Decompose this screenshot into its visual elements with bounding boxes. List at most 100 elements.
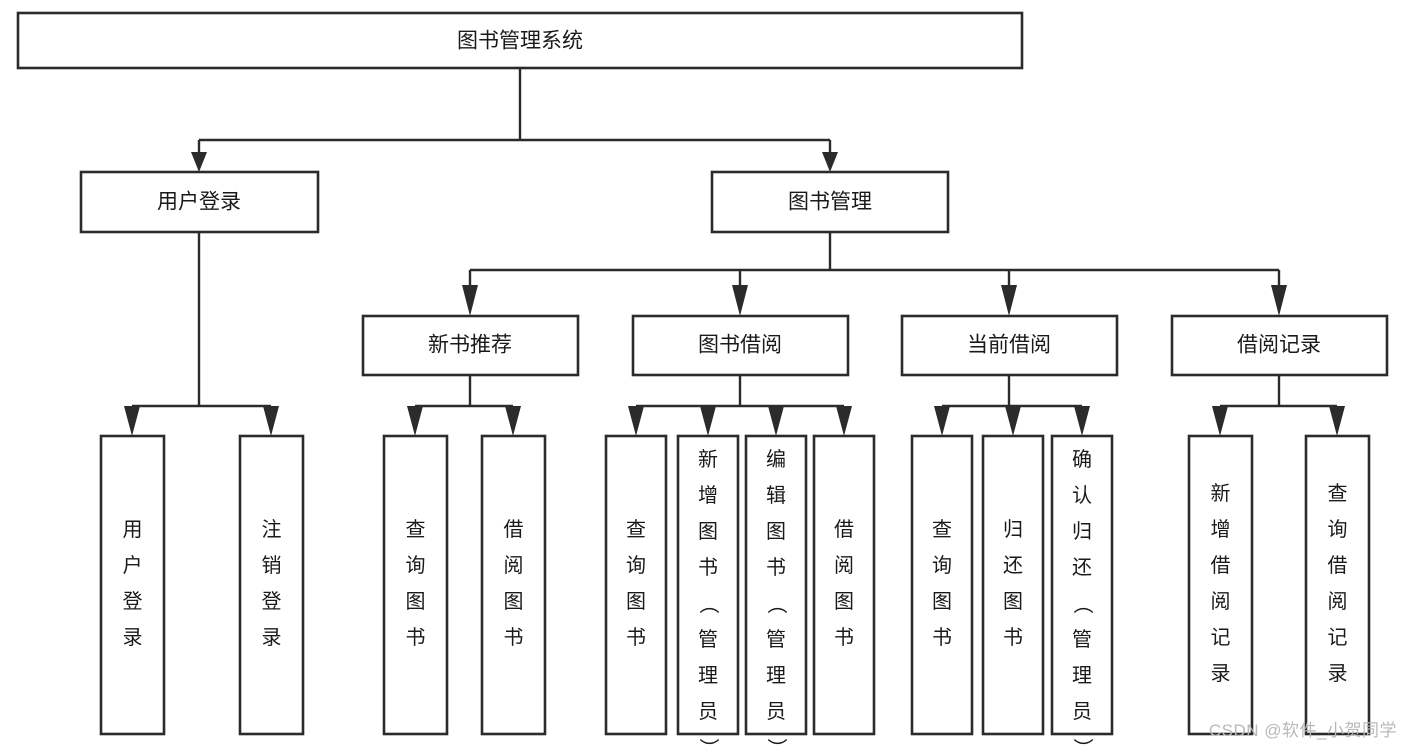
svg-text:登: 登 (262, 590, 282, 613)
node-new-book-rec-label: 新书推荐 (428, 334, 512, 357)
node-borrow-record-box[interactable] (1170, 314, 1389, 377)
node-current-borrow[interactable]: 当前借阅 (900, 314, 1119, 377)
node-current-borrow-label: 当前借阅 (967, 334, 1051, 357)
svg-text:借: 借 (1211, 554, 1231, 577)
svg-text:录: 录 (262, 627, 282, 649)
svg-text:图: 图 (698, 521, 718, 543)
node-book-manage[interactable]: 图书管理 (710, 170, 950, 234)
svg-text:增: 增 (1211, 518, 1231, 541)
svg-text:（: （ (1071, 594, 1094, 614)
svg-text:理: 理 (766, 665, 786, 687)
svg-text:书: 书 (1003, 626, 1023, 649)
arrow-to-leaf-query-book-b (628, 406, 644, 436)
svg-text:（: （ (697, 594, 720, 614)
csdn-watermark: CSDN @软件_小贺同学 (1208, 721, 1397, 740)
node-leaf-confirm-return-box[interactable] (1050, 434, 1114, 736)
node-leaf-user-login[interactable]: 用户登录 (99, 434, 166, 736)
node-book-borrow[interactable]: 图书借阅 (631, 314, 850, 377)
svg-text:员: 员 (1072, 701, 1092, 723)
svg-text:询: 询 (1328, 518, 1348, 541)
node-root-label: 图书管理系统 (457, 30, 583, 53)
svg-text:图: 图 (1003, 591, 1023, 613)
svg-text:录: 录 (1328, 663, 1348, 685)
svg-text:图: 图 (766, 521, 786, 543)
svg-text:新: 新 (1211, 482, 1231, 505)
svg-text:）: ） (697, 738, 720, 747)
node-user-login-label: 用户登录 (157, 191, 241, 214)
svg-text:图: 图 (932, 591, 952, 613)
leaf-node-layer: 用户登录注销登录查询图书借阅图书查询图书新增图书（管理员）编辑图书（管理员）借阅… (99, 434, 1371, 747)
svg-text:员: 员 (698, 701, 718, 723)
svg-text:用: 用 (123, 519, 143, 541)
svg-text:编: 编 (766, 448, 786, 471)
node-leaf-query-record-box[interactable] (1304, 434, 1371, 736)
node-leaf-query-book-c-box[interactable] (910, 434, 974, 736)
node-leaf-user-login-label: 用户登录 (123, 519, 143, 649)
node-current-borrow-box[interactable] (900, 314, 1119, 377)
svg-text:新: 新 (698, 448, 718, 471)
arrow-to-borrow-record (1271, 285, 1287, 316)
arrow-to-leaf-return-book (1005, 406, 1021, 436)
node-user-login-box[interactable] (79, 170, 320, 234)
svg-text:还: 还 (1072, 556, 1092, 579)
node-new-book-rec-box[interactable] (361, 314, 580, 377)
node-leaf-return-book-box[interactable] (981, 434, 1045, 736)
node-leaf-logout-box[interactable] (238, 434, 305, 736)
node-new-book-rec[interactable]: 新书推荐 (361, 314, 580, 377)
svg-text:户: 户 (123, 554, 143, 577)
svg-text:查: 查 (1328, 482, 1348, 505)
svg-text:理: 理 (698, 665, 718, 687)
node-leaf-borrow-book-b-box[interactable] (812, 434, 876, 736)
node-leaf-add-record-box[interactable] (1187, 434, 1254, 736)
svg-text:录: 录 (123, 627, 143, 649)
svg-text:）: ） (765, 738, 788, 747)
svg-text:图: 图 (626, 591, 646, 613)
node-book-manage-box[interactable] (710, 170, 950, 234)
node-leaf-add-book-box[interactable] (676, 434, 740, 736)
svg-text:）: ） (1071, 738, 1094, 747)
svg-text:阅: 阅 (1211, 590, 1231, 613)
node-book-borrow-box[interactable] (631, 314, 850, 377)
node-leaf-user-login-box[interactable] (99, 434, 166, 736)
svg-text:管: 管 (698, 628, 718, 651)
svg-text:员: 员 (766, 701, 786, 723)
svg-text:书: 书 (932, 626, 952, 649)
arrow-to-book-borrow (732, 285, 748, 316)
svg-text:登: 登 (123, 590, 143, 613)
node-leaf-edit-book-box[interactable] (744, 434, 808, 736)
node-borrow-record[interactable]: 借阅记录 (1170, 314, 1389, 377)
arrow-to-user-login (191, 152, 207, 172)
node-root[interactable]: 图书管理系统 (16, 11, 1024, 70)
arrow-to-leaf-query-record (1329, 406, 1345, 436)
node-leaf-query-book-rec-box[interactable] (382, 434, 449, 736)
node-leaf-query-book-b-box[interactable] (604, 434, 668, 736)
svg-text:图: 图 (504, 591, 524, 613)
svg-text:查: 查 (932, 518, 952, 541)
node-user-login[interactable]: 用户登录 (79, 170, 320, 234)
arrow-to-leaf-query-book-c (934, 406, 950, 436)
node-root-box[interactable] (16, 11, 1024, 70)
svg-text:借: 借 (504, 518, 524, 541)
svg-text:销: 销 (262, 554, 282, 577)
svg-text:询: 询 (626, 554, 646, 577)
node-leaf-borrow-book-rec-box[interactable] (480, 434, 547, 736)
